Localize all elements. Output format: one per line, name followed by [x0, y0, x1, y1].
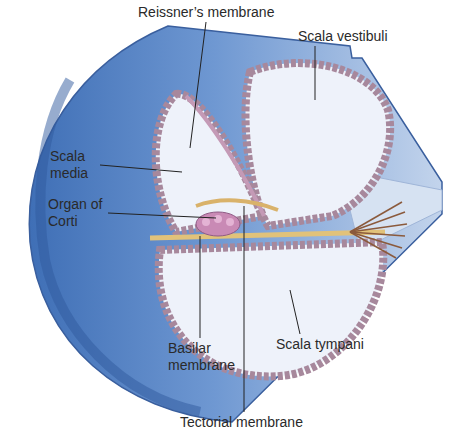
- part-label: Scala media: [50, 148, 98, 182]
- leader-line: [315, 46, 316, 100]
- reissner-membrane: [186, 96, 264, 216]
- leader-line: [108, 213, 216, 218]
- scala-tympani-duct: [159, 242, 384, 376]
- part-label: Organ of Corti: [48, 196, 106, 230]
- part-label: Scala tympani: [276, 336, 396, 353]
- basilar-membrane: [150, 232, 385, 238]
- scala-vestibuli-duct: [245, 63, 390, 226]
- leader-line: [190, 22, 206, 148]
- scala-media-duct: [156, 94, 262, 232]
- hair-cell: [214, 215, 222, 223]
- hair-cell: [202, 218, 210, 226]
- part-label: Tectorial membrane: [180, 414, 330, 431]
- hair-cell: [226, 218, 234, 226]
- part-label: Basilar membrane: [168, 340, 240, 374]
- leader-line: [290, 290, 300, 334]
- leader-lines: [100, 22, 315, 412]
- leader-line: [100, 165, 182, 172]
- organ-of-corti: [196, 212, 240, 236]
- leader-line: [200, 236, 201, 338]
- part-label: Scala vestibuli: [298, 28, 418, 45]
- leader-line: [244, 206, 245, 412]
- bony-wall: [29, 26, 442, 422]
- nerve-fibers: [350, 202, 407, 258]
- part-label: Reissner’s membrane: [138, 4, 308, 21]
- organ-of-corti-cells: [196, 212, 240, 236]
- tectorial-membrane: [196, 200, 278, 210]
